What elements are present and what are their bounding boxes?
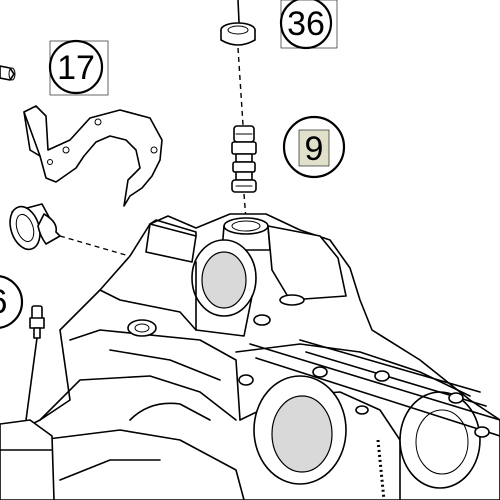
part-17-bracket <box>23 105 163 207</box>
callout-6: 6 <box>0 275 24 329</box>
assembly-axis-6 <box>59 235 151 263</box>
callout-9: 9 <box>282 115 346 179</box>
crankcase-housing <box>0 213 500 500</box>
part-6-bushing <box>9 203 61 251</box>
assembly-axis-36 <box>237 47 244 126</box>
callout-17: 17 <box>48 39 109 96</box>
callout-9-highlight <box>298 129 330 167</box>
small-bolt <box>0 65 16 81</box>
callout-36: 36 <box>279 0 338 50</box>
part-36-cap <box>220 0 256 46</box>
callout-6-label: 6 <box>0 283 7 321</box>
callout-17-label: 17 <box>57 49 95 87</box>
serial-marking <box>376 439 386 500</box>
part-9-valve <box>231 125 257 193</box>
callout-9-label: 9 <box>305 130 324 168</box>
grease-fitting <box>21 305 45 451</box>
callout-36-label: 36 <box>287 5 325 43</box>
